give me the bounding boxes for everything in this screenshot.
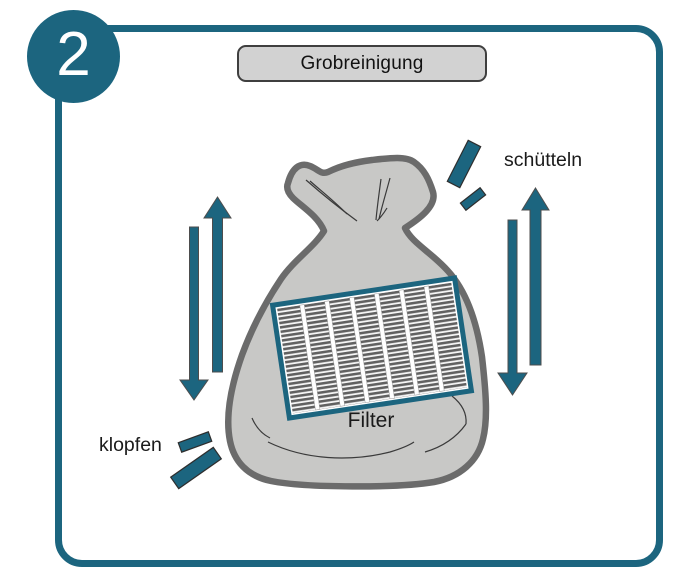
left-up-down-arrows-icon [179,196,232,401]
step-number: 2 [56,19,91,89]
filter-dividers [299,285,445,411]
title-label: Grobreinigung [300,52,424,74]
right-down-arrow [497,219,528,396]
step-frame [55,25,663,567]
filter-panel-icon [269,275,475,421]
knock-marks-icon [169,431,223,490]
filter-label: Filter [348,409,395,432]
right-up-arrow [521,187,550,366]
left-down-arrow [179,226,209,401]
bag-neck-creases [305,177,391,222]
title-box: Grobreinigung [237,45,487,82]
left-up-arrow [203,196,232,373]
step-number-badge: 2 [27,10,120,103]
shake-marks-icon [446,139,487,212]
knock-label: klopfen [99,434,162,456]
bag-bottom-creases [251,395,467,459]
shake-label: schütteln [504,149,582,171]
right-up-down-arrows-icon [497,187,550,396]
